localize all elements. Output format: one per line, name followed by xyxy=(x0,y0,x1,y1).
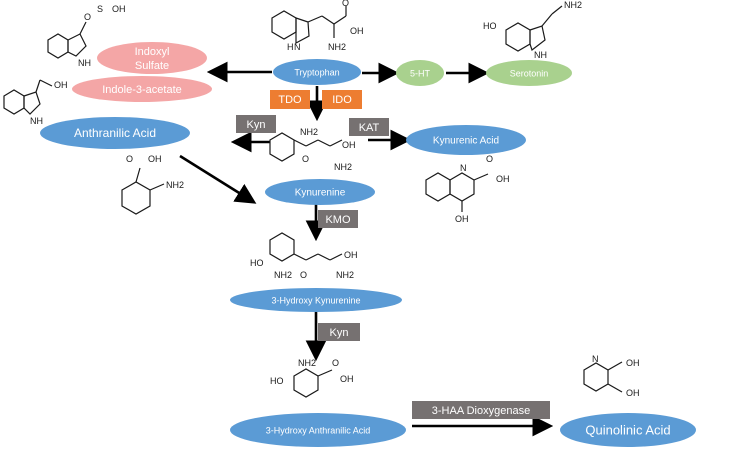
3hk-o: O xyxy=(300,270,307,280)
node-3-hydroxy-anthranilic-acid: 3-Hydroxy Anthranilic Acid xyxy=(230,413,406,447)
anthranilic-o: O xyxy=(126,154,133,164)
3haa-o: O xyxy=(332,358,339,368)
quinolinic-oh-2: OH xyxy=(626,388,640,398)
enzyme-3haa-dioxygenase: 3-HAA Dioxygenase xyxy=(412,401,550,419)
tryptophan-nh: H xyxy=(287,42,294,52)
anthranilic-acid-structure: O OH NH2 xyxy=(121,154,184,215)
indoxyl-nh: NH xyxy=(78,58,91,68)
enzyme-kat: KAT xyxy=(349,118,389,136)
kynurenine-o: O xyxy=(302,154,309,164)
tryptophan-nh2: NH2 xyxy=(328,42,346,52)
kynurenic-o: O xyxy=(486,154,493,164)
enzyme-tdo: TDO xyxy=(270,90,310,109)
3haa-dioxygenase-label: 3-HAA Dioxygenase xyxy=(432,405,530,417)
tryptophan-n: N xyxy=(294,42,301,52)
enzyme-kyn-top: Kyn xyxy=(236,115,276,133)
serotonin-label: Serotonin xyxy=(510,68,549,78)
node-kynurenic-acid: Kynurenic Acid xyxy=(406,125,526,155)
kynurenic-acid-label: Kynurenic Acid xyxy=(433,136,499,147)
5ht-label: 5-HT xyxy=(410,68,431,78)
tryptophan-label: Tryptophan xyxy=(294,67,339,77)
enzyme-kmo: KMO xyxy=(318,210,358,228)
indoxyl-sulfate-label-line2: Sulfate xyxy=(135,60,169,72)
3haa-nh2: NH2 xyxy=(298,358,316,368)
node-5ht: 5-HT xyxy=(396,60,444,86)
quinolinic-acid-structure: N OH OH xyxy=(583,354,640,398)
tdo-label: TDO xyxy=(278,94,302,106)
anthranilic-oh: OH xyxy=(148,154,162,164)
kynurenine-nh2: NH2 xyxy=(334,162,352,172)
tryptophan-oh: OH xyxy=(350,26,364,36)
3hk-nh2-ring: NH2 xyxy=(274,270,292,280)
kyn-mid-label: Kyn xyxy=(330,327,349,339)
enzyme-ido: IDO xyxy=(322,90,362,109)
node-3-hydroxy-kynurenine: 3-Hydroxy Kynurenine xyxy=(230,288,402,312)
3hk-ho: HO xyxy=(250,258,264,268)
anthranilic-acid-label: Anthranilic Acid xyxy=(74,126,156,140)
serotonin-ho: HO xyxy=(483,21,497,31)
kynurenic-acid-structure: N O OH OH xyxy=(425,154,510,224)
node-tryptophan: Tryptophan xyxy=(273,59,361,85)
3-hydroxy-kynurenine-label: 3-Hydroxy Kynurenine xyxy=(271,295,360,305)
3-hydroxy-kynurenine-structure: HO NH2 O OH NH2 xyxy=(250,232,358,280)
node-indole-3-acetate: Indole-3-acetate xyxy=(72,76,212,102)
node-quinolinic-acid: Quinolinic Acid xyxy=(560,413,696,447)
3haa-ho: HO xyxy=(270,376,284,386)
3haa-oh: OH xyxy=(340,374,354,384)
serotonin-nh: NH xyxy=(534,50,547,60)
3hk-oh: OH xyxy=(344,250,358,260)
quinolinic-oh-1: OH xyxy=(626,358,640,368)
ido-label: IDO xyxy=(332,94,352,106)
kynurenine-oh: OH xyxy=(342,140,356,150)
kat-label: KAT xyxy=(359,122,380,134)
kynurenine-label: Kynurenine xyxy=(295,188,346,199)
indole-3-acetate-label: Indole-3-acetate xyxy=(102,84,182,96)
node-indoxyl-sulfate: Indoxyl Sulfate xyxy=(97,42,207,74)
3-hydroxy-anthranilic-acid-structure: NH2 HO O OH xyxy=(270,358,354,398)
indoxyl-oh: OH xyxy=(112,4,126,14)
indoxyl-sulfate-structure: O S OH NH xyxy=(47,4,126,68)
anthranilic-nh2: NH2 xyxy=(166,180,184,190)
serotonin-nh2: NH2 xyxy=(564,0,582,10)
indole-3-acetate-structure: OH NH xyxy=(3,79,68,126)
kyn-top-label: Kyn xyxy=(247,119,266,131)
kynurenic-oh-acid: OH xyxy=(496,174,510,184)
arrow-anthranilic-to-kynurenine xyxy=(179,154,257,204)
tryptophan-structure: H N OH O NH2 xyxy=(271,0,364,52)
indole-acetate-nh: NH xyxy=(30,116,43,126)
serotonin-structure: HO NH2 NH xyxy=(483,0,582,60)
kynurenine-nh2-top: NH2 xyxy=(300,127,318,137)
node-serotonin: Serotonin xyxy=(486,60,572,86)
3-hydroxy-anthranilic-acid-label: 3-Hydroxy Anthranilic Acid xyxy=(266,425,371,435)
3hk-nh2: NH2 xyxy=(336,270,354,280)
quinolinic-n: N xyxy=(592,354,599,364)
indole-acetate-oh: OH xyxy=(54,80,68,90)
node-anthranilic-acid: Anthranilic Acid xyxy=(40,117,190,149)
quinolinic-acid-label: Quinolinic Acid xyxy=(585,422,670,437)
indoxyl-sulfate-label-line1: Indoxyl xyxy=(135,46,170,58)
arrows xyxy=(179,61,554,437)
kynurenic-oh: OH xyxy=(455,214,469,224)
node-kynurenine: Kynurenine xyxy=(265,179,375,205)
indoxyl-o: O xyxy=(84,12,91,22)
enzyme-kyn-mid: Kyn xyxy=(318,323,360,341)
tryptophan-o: O xyxy=(342,0,349,8)
kmo-label: KMO xyxy=(325,214,351,226)
kynurenic-n: N xyxy=(460,163,467,173)
indoxyl-s: S xyxy=(97,4,103,14)
kynurenine-structure: O NH2 OH NH2 xyxy=(269,127,356,172)
